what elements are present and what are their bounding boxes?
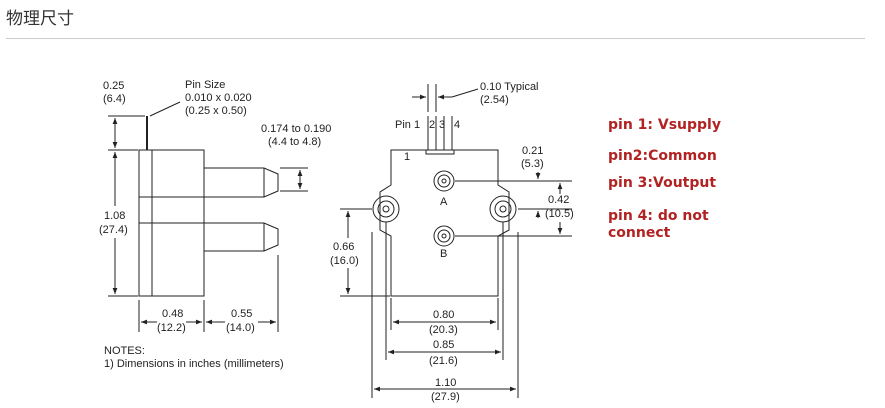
dim-085-mm: (21.6) bbox=[429, 355, 458, 367]
page-title: 物理尺寸 bbox=[6, 9, 74, 29]
pin-size-label: Pin Size bbox=[185, 79, 225, 91]
height-inch: 1.08 bbox=[104, 210, 125, 222]
pin-size-mm: (0.25 x 0.50) bbox=[185, 105, 247, 117]
front-body bbox=[379, 149, 510, 297]
mount-hole-left bbox=[372, 195, 400, 223]
dim-110-inch: 1.10 bbox=[435, 377, 456, 389]
pin-width-mm: (14.0) bbox=[226, 322, 255, 334]
pin-len-inch: 0.174 to 0.190 bbox=[261, 123, 331, 135]
pin-note-2: pin2:Common bbox=[608, 148, 717, 164]
dim-021-mm: (5.3) bbox=[521, 158, 544, 170]
pin-note-3: pin 3:Voutput bbox=[608, 175, 717, 191]
dim-042-inch: 0.42 bbox=[548, 194, 569, 206]
dim-066-inch: 0.66 bbox=[333, 241, 354, 253]
pin-label-2: 2 bbox=[429, 119, 435, 131]
pin-len-mm: (4.4 to 4.8) bbox=[268, 136, 321, 148]
dim-110-mm: (27.9) bbox=[431, 391, 460, 403]
pin-width-inch: 0.55 bbox=[231, 308, 252, 320]
pin-label-3: 3 bbox=[439, 119, 445, 131]
pin-note-1: pin 1: Vsupply bbox=[608, 117, 721, 133]
pin1-marker: 1 bbox=[404, 151, 410, 163]
dim-042-mm: (10.5) bbox=[545, 208, 574, 220]
mount-hole-right bbox=[489, 195, 517, 223]
pin-note-4-line-2: connect bbox=[608, 225, 671, 241]
dim-021-inch: 0.21 bbox=[522, 145, 543, 157]
pin-label-4: 4 bbox=[454, 119, 460, 131]
notes-heading: NOTES: bbox=[104, 345, 145, 357]
dim-top-mm: (6.4) bbox=[103, 93, 126, 105]
dim-066-mm: (16.0) bbox=[330, 255, 359, 267]
port-a-label: A bbox=[440, 196, 448, 208]
body-width-inch: 0.48 bbox=[162, 308, 183, 320]
port-a bbox=[433, 170, 455, 192]
pin-label-1: Pin 1 bbox=[395, 119, 420, 131]
pin-size-inch: 0.010 x 0.020 bbox=[185, 92, 252, 104]
title-divider bbox=[6, 38, 865, 39]
notes-line-1: 1) Dimensions in inches (millimeters) bbox=[104, 358, 284, 370]
port-b bbox=[433, 225, 455, 247]
body-width-mm: (12.2) bbox=[157, 322, 186, 334]
pin-spacing-mm: (2.54) bbox=[480, 94, 509, 106]
port-b-label: B bbox=[440, 248, 447, 260]
side-view bbox=[108, 101, 308, 332]
dim-top-inch: 0.25 bbox=[103, 80, 124, 92]
pin-spacing-inch: 0.10 Typical bbox=[480, 81, 539, 93]
front-view bbox=[340, 84, 572, 398]
side-port-upper bbox=[204, 167, 279, 198]
dim-085-inch: 0.85 bbox=[433, 339, 454, 351]
dim-080-inch: 0.80 bbox=[433, 309, 454, 321]
height-mm: (27.4) bbox=[99, 224, 128, 236]
dim-080-mm: (20.3) bbox=[429, 324, 458, 336]
pin-note-4-line-1: pin 4: do not bbox=[608, 208, 709, 224]
side-port-lower bbox=[204, 222, 279, 252]
